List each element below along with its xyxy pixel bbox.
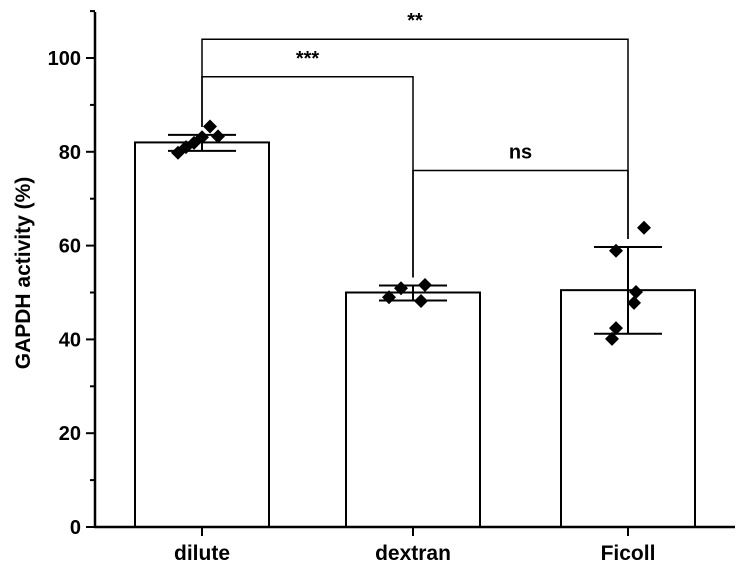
- data-point-Ficoll: [605, 331, 619, 346]
- data-point-dextran: [394, 281, 408, 296]
- significance-label: ns: [509, 142, 532, 164]
- y-tick-label: 60: [59, 236, 81, 258]
- data-point-dextran: [382, 290, 396, 305]
- significance-bracket: [412, 169, 629, 278]
- data-point-dextran: [414, 293, 428, 308]
- data-point-dilute: [211, 129, 225, 144]
- data-point-Ficoll: [609, 243, 623, 258]
- y-axis-label: GAPDH activity (%): [12, 177, 35, 370]
- y-tick-label: 20: [59, 423, 81, 445]
- bar-dextran: [345, 291, 481, 528]
- significance-label: ***: [296, 48, 320, 70]
- data-point-dilute: [195, 130, 209, 145]
- y-tick-label: 40: [59, 329, 81, 351]
- significance-label: **: [407, 10, 423, 32]
- x-tick-label-dextran: dextran: [375, 542, 451, 565]
- y-tick-label: 100: [48, 48, 81, 70]
- data-point-Ficoll: [637, 220, 651, 235]
- points-layer: [171, 119, 651, 346]
- y-tick-label: 0: [70, 517, 81, 539]
- data-point-dextran: [418, 277, 432, 292]
- significance-layer: *****ns: [201, 10, 629, 278]
- data-point-Ficoll: [627, 295, 641, 310]
- x-tick-label-dilute: dilute: [174, 542, 230, 565]
- data-point-dilute: [203, 119, 217, 134]
- data-point-Ficoll: [609, 321, 623, 336]
- axes-layer: 0 20 40 60 80 100 dilute dextran Ficoll: [48, 10, 735, 565]
- y-tick-label: 80: [59, 142, 81, 164]
- data-point-Ficoll: [629, 285, 643, 300]
- bar-dilute: [134, 141, 270, 528]
- x-tick-label-Ficoll: Ficoll: [601, 542, 656, 565]
